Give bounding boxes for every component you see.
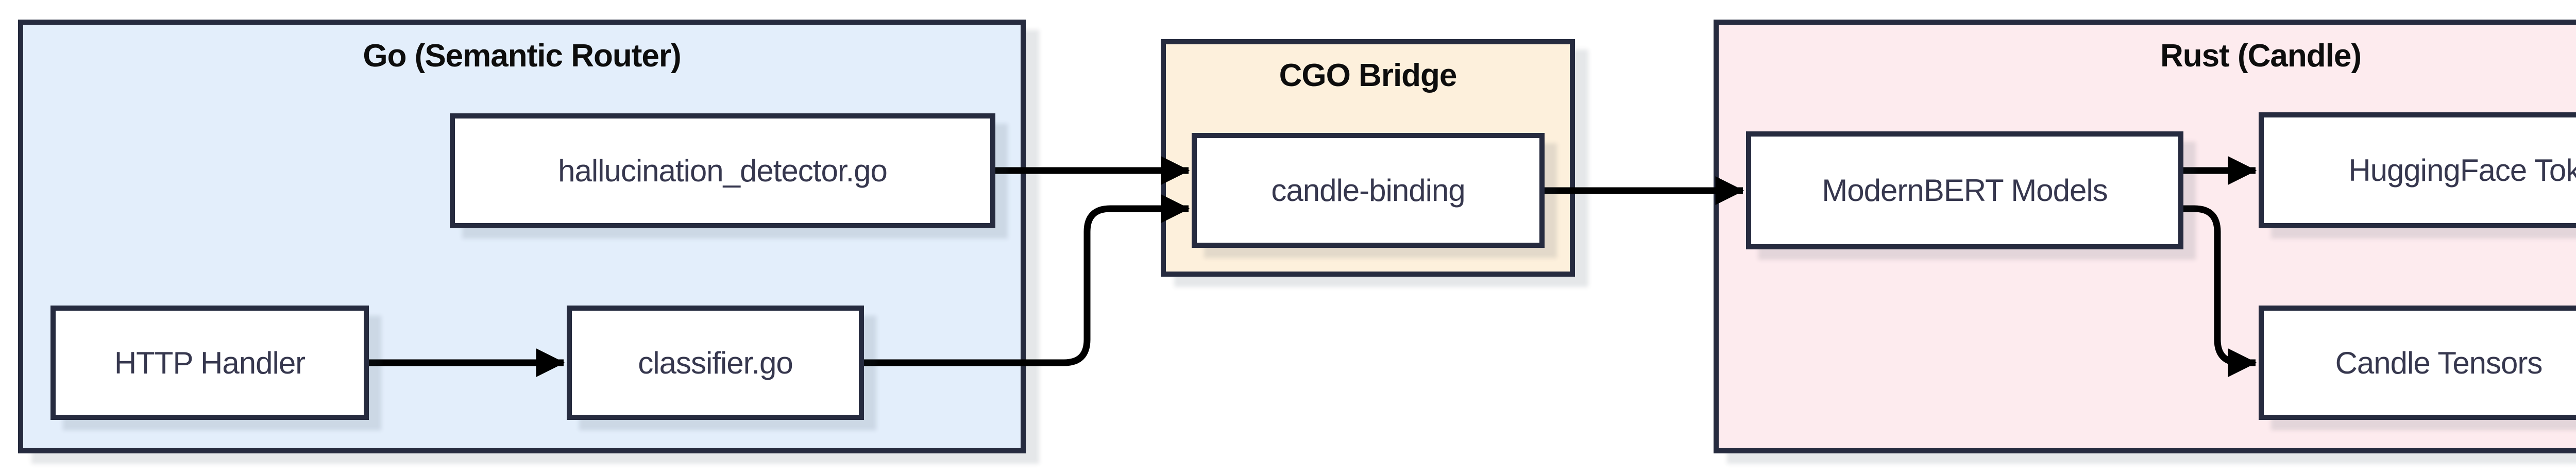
node-label-http-handler: HTTP Handler [114,345,306,380]
edge-classifier-to-candle-binding [864,194,1190,366]
container-title-go: Go (Semantic Router) [363,38,681,74]
node-label-modernbert-models: ModernBERT Models [1822,173,2108,208]
node-classifier: classifier.go [567,306,864,420]
node-candle-binding: candle-binding [1192,133,1545,248]
container-title-cgo-bridge: CGO Bridge [1279,58,1458,93]
node-label-candle-tensors: Candle Tensors [2335,345,2543,380]
node-http-handler: HTTP Handler [50,306,369,420]
node-huggingface-tokenizers: HuggingFace Tokenizers [2259,112,2576,228]
node-label-candle-binding: candle-binding [1271,173,1465,208]
container-title-rust: Rust (Candle) [2160,38,2362,74]
node-candle-tensors: Candle Tensors [2259,306,2576,420]
node-label-classifier: classifier.go [638,345,793,380]
node-hallucination-detector: hallucination_detector.go [450,113,995,228]
node-modernbert-models: ModernBERT Models [1746,131,2183,249]
edge-modernbert-models-to-candle-tensors [2183,205,2257,377]
node-label-hallucination-detector: hallucination_detector.go [558,154,888,188]
node-label-huggingface-tokenizers: HuggingFace Tokenizers [2348,153,2576,188]
